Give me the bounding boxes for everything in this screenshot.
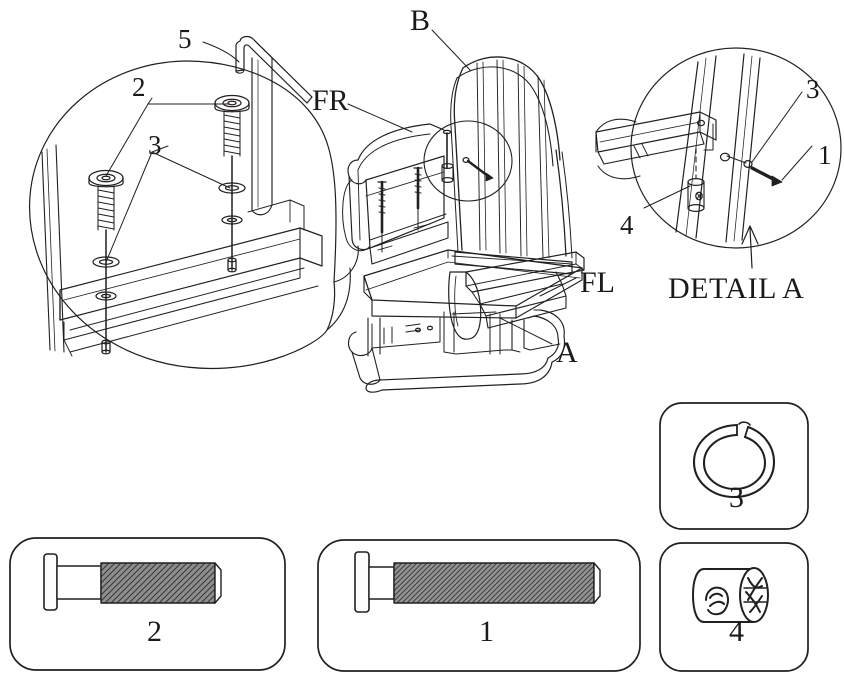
part-2-short-bolt-icon — [43, 553, 222, 611]
chair-arm-left — [448, 251, 585, 340]
detail-a-barrel-nut — [687, 147, 705, 213]
part-3-split-lock-washer-icon — [692, 421, 776, 499]
legend-part-number-2: 2 — [147, 615, 162, 648]
parts-legend-boxes — [9, 402, 809, 672]
detail-a-bubble — [595, 47, 842, 269]
detail-bolt-right — [214, 94, 250, 273]
part-4-barrel-nut-icon — [692, 567, 769, 623]
left-detail-bubble — [28, 57, 359, 369]
legend-part-number-4: 4 — [729, 615, 744, 648]
chair-back — [450, 56, 573, 275]
legend-part-number-1: 1 — [479, 615, 494, 648]
hex-key-number-5: 5 — [178, 24, 192, 54]
chair-callout-leaders — [347, 29, 577, 345]
detail-a-title: DETAIL A — [668, 272, 805, 305]
callout-label-b: B — [410, 4, 431, 37]
left-detail-number-3: 3 — [148, 130, 162, 160]
chair-fr-rail — [342, 123, 449, 265]
back-joint-bubble — [423, 120, 513, 202]
part-1-long-bolt-icon — [354, 551, 601, 613]
callout-label-fl: FL — [580, 266, 616, 299]
left-detail-number-2: 2 — [132, 72, 146, 102]
chair-illustration — [342, 56, 585, 393]
callout-label-a: A — [556, 336, 578, 369]
callout-label-fr: FR — [312, 84, 349, 117]
legend-part-number-3: 3 — [729, 481, 744, 514]
detail-a-number-4: 4 — [620, 210, 634, 240]
detail-bolt-left — [88, 169, 124, 355]
chair-glider-base — [347, 309, 566, 393]
detail-a-number-1: 1 — [818, 140, 832, 170]
detail-a-bolt — [719, 152, 783, 187]
detail-a-number-3: 3 — [806, 74, 820, 104]
hex-key-icon — [202, 35, 313, 104]
